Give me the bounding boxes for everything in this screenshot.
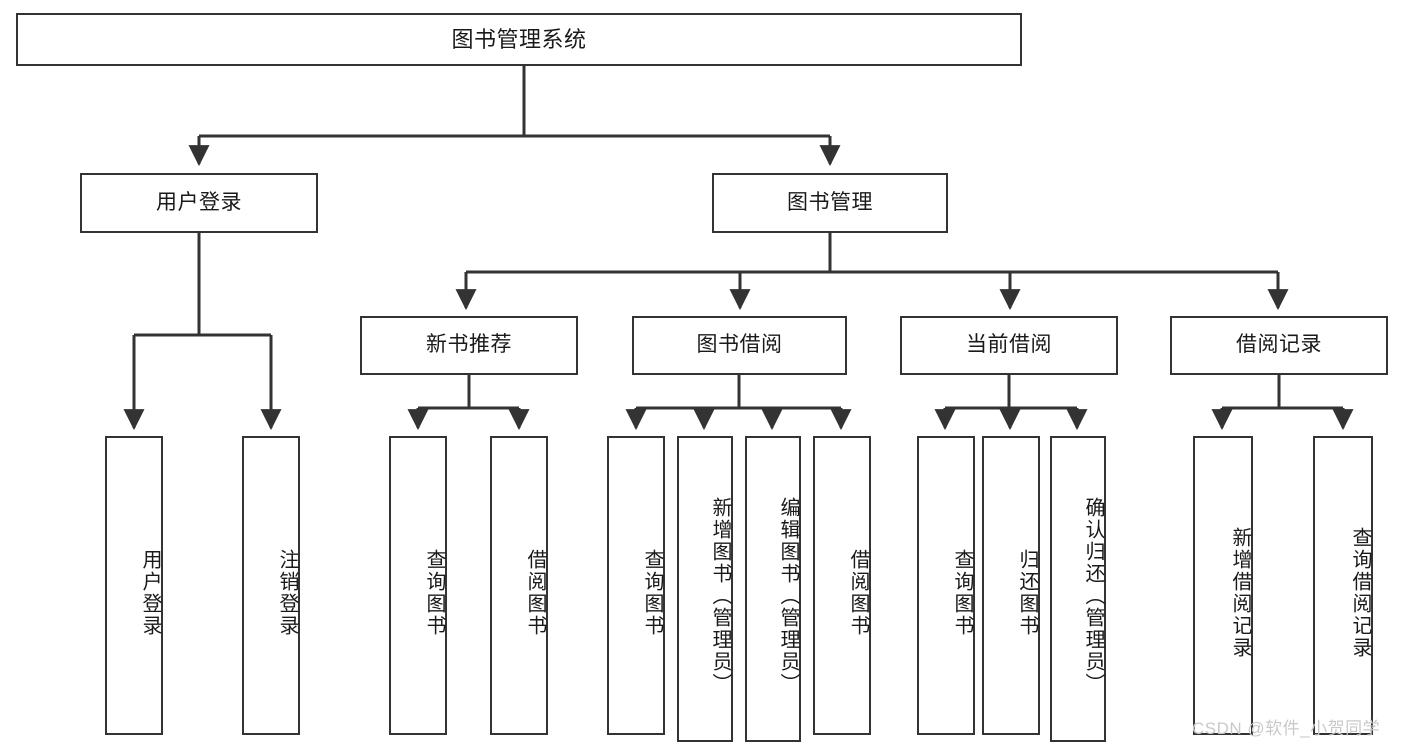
leaf-new-book-query-book[interactable]: 查询图书: [389, 436, 447, 735]
leaf-book-borrow-query-book[interactable]: 查询图书: [607, 436, 665, 735]
node-label: 确认归还（管理员）: [1082, 497, 1104, 695]
node-label: 图书管理: [787, 190, 873, 214]
node-label: 新增图书（管理员）: [709, 497, 731, 695]
leaf-book-borrow-edit-book-admin[interactable]: 编辑图书（管理员）: [745, 436, 801, 742]
leaf-user-login-login[interactable]: 用户登录: [105, 436, 163, 735]
leaf-current-borrow-query-book[interactable]: 查询图书: [917, 436, 975, 735]
node-label: 用户登录: [156, 190, 242, 214]
node-book-management[interactable]: 图书管理: [712, 173, 948, 233]
node-current-borrow[interactable]: 当前借阅: [900, 316, 1118, 375]
node-label: 查询图书: [423, 548, 445, 637]
node-label: 用户登录: [139, 548, 161, 637]
node-new-book-recommend[interactable]: 新书推荐: [360, 316, 578, 375]
leaf-current-borrow-confirm-return-admin[interactable]: 确认归还（管理员）: [1050, 436, 1106, 742]
leaf-borrow-record-add-record[interactable]: 新增借阅记录: [1193, 436, 1253, 735]
node-label: 图书管理系统: [451, 26, 587, 52]
node-user-login[interactable]: 用户登录: [80, 173, 318, 233]
node-label: 注销登录: [276, 548, 298, 637]
leaf-current-borrow-return-book[interactable]: 归还图书: [982, 436, 1040, 735]
node-label: 编辑图书（管理员）: [777, 497, 799, 695]
node-label: 查询借阅记录: [1349, 526, 1371, 659]
node-root-book-management-system[interactable]: 图书管理系统: [16, 13, 1022, 66]
node-label: 借阅图书: [524, 548, 546, 637]
leaf-new-book-borrow-book[interactable]: 借阅图书: [490, 436, 548, 735]
leaf-book-borrow-add-book-admin[interactable]: 新增图书（管理员）: [677, 436, 733, 742]
leaf-borrow-record-query-record[interactable]: 查询借阅记录: [1313, 436, 1373, 735]
node-label: 新书推荐: [426, 333, 512, 357]
csdn-watermark: CSDN @软件_小贺同学: [1192, 719, 1381, 738]
node-label: 图书借阅: [696, 333, 783, 357]
node-label: 借阅图书: [847, 548, 869, 637]
node-label: 借阅记录: [1236, 333, 1322, 357]
node-book-borrow[interactable]: 图书借阅: [632, 316, 847, 375]
leaf-book-borrow-borrow-book[interactable]: 借阅图书: [813, 436, 871, 735]
node-label: 查询图书: [641, 548, 663, 637]
node-borrow-record[interactable]: 借阅记录: [1170, 316, 1388, 375]
node-label: 归还图书: [1016, 548, 1038, 637]
node-label: 新增借阅记录: [1229, 526, 1251, 659]
node-label: 当前借阅: [966, 333, 1052, 357]
node-label: 查询图书: [951, 548, 973, 637]
leaf-user-login-logout[interactable]: 注销登录: [242, 436, 300, 735]
